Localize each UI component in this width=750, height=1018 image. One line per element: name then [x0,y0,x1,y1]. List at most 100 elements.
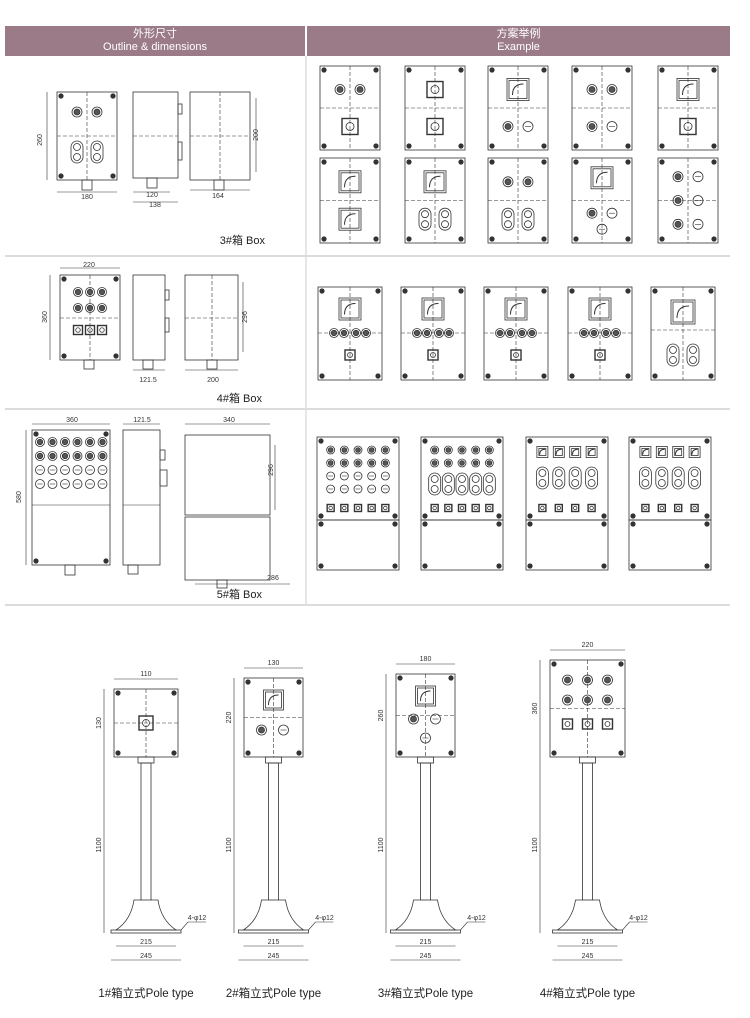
button-icon [669,356,677,364]
meter-needle-icon [344,213,356,225]
back-view-bottom [184,516,271,581]
meter-icon [670,299,696,325]
bolt-icon [541,159,547,165]
selector-switch-icon [430,503,439,513]
button-icon [689,346,697,354]
pushbutton-icon [524,178,532,186]
pushbutton-icon [506,329,514,337]
pushbutton-icon [486,447,493,453]
dual-button-icon [536,466,549,490]
bolt-icon [711,67,717,73]
pushbutton-icon [339,328,349,338]
dual-button-icon [655,466,669,490]
pushbutton-icon [522,176,534,188]
switch-knob-icon [473,505,478,511]
meter-needle-icon [571,448,578,455]
meter-icon [421,297,445,321]
switch-knob-icon [659,505,664,511]
bolt-icon [373,67,379,73]
meter-needle-icon [427,303,439,315]
meter-needle-icon [588,448,595,455]
meter-icon [506,78,530,101]
header-example: 方案举例 Example [307,26,730,56]
switch-knob-icon [345,122,355,131]
pushbutton-icon [85,437,95,447]
pushbutton-icon [602,674,613,686]
meter-icon [655,446,668,458]
pushbutton-icon [672,218,684,230]
button-icon [689,356,697,364]
bolt-icon [113,353,119,359]
dim-pole-height: 1100 [96,837,103,852]
bolt-icon [527,563,533,569]
indicator-lamp-icon [60,479,70,489]
meter-needle-icon [344,303,356,315]
pushbutton-icon [604,676,611,684]
pushbutton-icon [72,451,83,461]
bolt-icon [601,438,607,444]
dual-button-icon [688,466,701,490]
bolt-icon [406,143,412,149]
meter-face [340,299,360,319]
pushbutton-icon [367,445,377,455]
back-view-top [184,434,271,516]
selector-switch-icon [674,503,683,513]
header-left-zh: 外形尺寸 [133,28,177,40]
switch-knob-icon [328,505,333,511]
bolt-icon [625,159,631,165]
bolt-icon [171,750,177,756]
switch-knob-icon [342,505,347,511]
indicator-lamp-icon [72,479,83,489]
switch-knob-icon [556,505,561,511]
bolt-icon [541,143,547,149]
dim-pole-box-height: 260 [378,710,385,722]
pushbutton-icon [86,452,94,460]
pushbutton-icon [588,123,596,130]
meter-face [506,299,526,319]
dim-base-inner: 215 [420,939,432,946]
pushbutton-icon [380,458,390,468]
selector-switch-icon [381,503,390,513]
pushbutton-icon [35,437,45,447]
pushbutton-icon [445,460,452,466]
bolt-icon [496,521,502,527]
button-icon [587,479,596,487]
meter-icon [672,446,685,458]
pushbutton-icon [71,106,83,118]
bolt-icon [704,438,710,444]
indicator-lamp-icon [596,223,608,235]
dim-mounting-holes: 4-φ12 [629,915,648,922]
bolt-icon [489,143,495,149]
dimension-line [460,921,468,931]
bolt-icon [625,288,631,294]
row-divider [5,604,730,606]
dim-pole-box-width: 110 [140,671,151,678]
button-icon [690,469,699,477]
panel-box-bottom [628,519,712,571]
switch-knob-icon [459,505,465,511]
dim-base-inner: 215 [582,939,594,946]
indicator-lamp-icon [97,465,108,475]
bolt-icon [708,373,714,379]
pushbutton-icon [353,458,363,468]
bolt-icon [61,276,67,282]
bolt-icon [375,288,381,294]
pushbutton-icon [431,460,438,466]
meter-face [657,448,666,456]
pushbutton-icon [674,197,682,204]
pushbutton-icon [430,458,440,468]
meter-needle-icon [691,448,698,455]
meter-icon [415,685,436,707]
side-lug [164,317,170,333]
pushbutton-icon [505,328,515,338]
meter-icon [423,170,447,194]
pushbutton-icon [341,447,348,453]
pushbutton-icon [431,447,438,453]
dual-button-icon [501,207,515,231]
dim-box5-mount: 296 [268,464,275,476]
bolt-icon [458,67,464,73]
selector-switch-icon [72,324,84,336]
pushbutton-icon [606,84,618,95]
button-icon [571,469,580,477]
pushbutton-icon [380,445,390,455]
